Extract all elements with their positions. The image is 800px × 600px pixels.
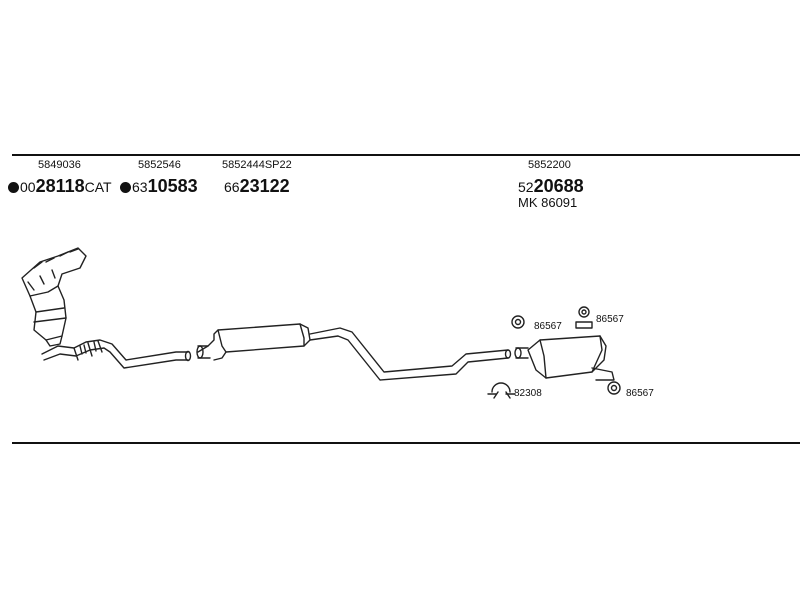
mounting-kit-label[interactable]: MK 86091 (518, 195, 578, 210)
small-part-label-3[interactable]: 82308 (514, 388, 542, 399)
part-number-4[interactable]: 5220688 (518, 177, 584, 195)
part-main-3: 23122 (239, 176, 290, 196)
part-ref-1: 5849036 (38, 159, 81, 171)
middle-silencer[interactable] (196, 323, 512, 381)
part-main-2: 10583 (147, 176, 198, 196)
part-main-1: 28118 (35, 176, 85, 196)
rear-silencer[interactable] (514, 335, 615, 381)
small-part-label-4[interactable]: 86567 (626, 388, 654, 399)
part-number-1[interactable]: 0028118CAT (8, 177, 112, 195)
part-ref-3: 5852444SP22 (222, 159, 292, 171)
bottom-divider (12, 442, 800, 444)
rubber-mount-1[interactable] (511, 315, 525, 329)
manifold-catalytic-converter[interactable] (21, 247, 87, 347)
front-pipe[interactable] (41, 339, 192, 369)
part-ref-4: 5852200 (528, 159, 571, 171)
small-part-label-1[interactable]: 86567 (534, 321, 562, 332)
bullet-icon (8, 182, 19, 193)
pipe-clamp[interactable] (487, 382, 515, 399)
part-prefix-2: 63 (132, 179, 148, 195)
part-ref-2: 5852546 (138, 159, 181, 171)
part-main-4: 20688 (533, 176, 584, 196)
rubber-mount-3[interactable] (607, 381, 621, 395)
top-divider (12, 154, 800, 156)
part-number-3[interactable]: 6623122 (224, 177, 290, 195)
rubber-mount-2[interactable] (575, 306, 593, 329)
part-number-2[interactable]: 6310583 (120, 177, 198, 195)
part-prefix-3: 66 (224, 179, 240, 195)
part-prefix-1: 00 (20, 179, 36, 195)
part-suffix-1: CAT (84, 179, 112, 195)
part-prefix-4: 52 (518, 179, 534, 195)
bullet-icon (120, 182, 131, 193)
small-part-label-2[interactable]: 86567 (596, 314, 624, 325)
